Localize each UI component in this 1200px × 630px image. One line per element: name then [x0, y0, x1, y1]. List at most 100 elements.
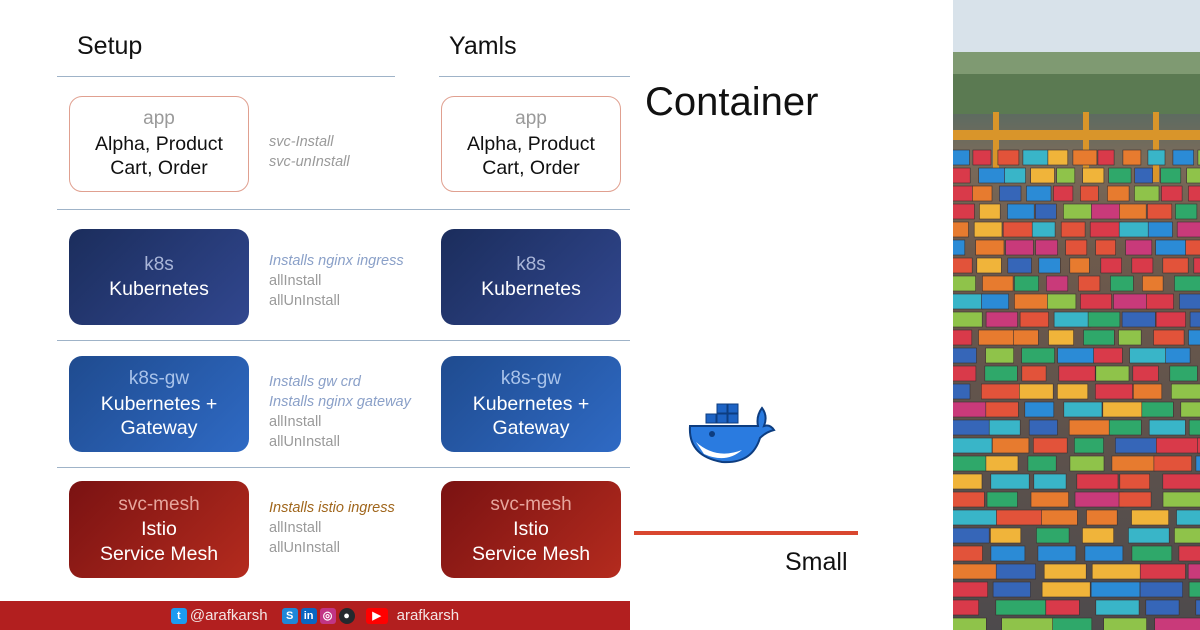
container-block [1113, 293, 1150, 310]
container-block [953, 455, 989, 472]
skype-icon[interactable]: S [281, 607, 298, 624]
setup-card-app[interactable]: app Alpha, Product Cart, Order [69, 96, 249, 192]
container-block [1035, 239, 1058, 256]
notes-k8s: Installs nginx ingress allInstall allUnI… [269, 251, 404, 311]
container-block [1107, 185, 1130, 202]
container-block [1031, 221, 1056, 238]
container-block [997, 149, 1020, 166]
container-block [953, 239, 966, 256]
note-line: allInstall [269, 520, 322, 536]
container-block [1128, 527, 1170, 544]
container-block [1188, 329, 1200, 346]
card-line: Cart, Order [110, 157, 208, 180]
yaml-card-svc-mesh[interactable]: svc-mesh Istio Service Mesh [441, 481, 621, 578]
container-block [990, 527, 1022, 544]
row-separator [57, 340, 630, 341]
container-block [1147, 203, 1173, 220]
container-block [1069, 257, 1090, 274]
instagram-icon[interactable]: ◎ [319, 607, 336, 624]
container-block [1174, 527, 1200, 544]
container-block [1118, 491, 1152, 508]
container-block [988, 419, 1021, 436]
card-line: Istio [513, 518, 549, 541]
container-block [953, 599, 980, 616]
container-block [1072, 149, 1098, 166]
container-block [1095, 599, 1140, 616]
github-icon[interactable]: ● [338, 607, 355, 624]
youtube-icon[interactable]: ▶ [365, 607, 388, 624]
container-block [1053, 185, 1074, 202]
container-block [1174, 275, 1200, 292]
container-block [1147, 221, 1173, 238]
container-block [953, 545, 983, 562]
container-block [1103, 617, 1147, 630]
note-line: Installs nginx gateway [269, 394, 411, 410]
container-block [1074, 491, 1124, 508]
container-block [1147, 149, 1166, 166]
setup-card-k8s[interactable]: k8s Kubernetes [69, 229, 249, 325]
container-block [985, 401, 1019, 418]
note-line: allUnInstall [269, 540, 340, 556]
container-block [1068, 419, 1114, 436]
container-block [953, 275, 976, 292]
container-block [1189, 311, 1200, 328]
note-line: Installs istio ingress [269, 500, 395, 516]
container-block [1185, 239, 1200, 256]
container-block [990, 545, 1026, 562]
container-block [1033, 473, 1067, 490]
card-line: Kubernetes [109, 278, 209, 300]
container-block [1162, 473, 1200, 490]
container-block [953, 203, 975, 220]
container-block [1139, 563, 1186, 580]
container-block [1176, 509, 1200, 526]
setup-card-k8s-gw[interactable]: k8s-gw Kubernetes + Gateway [69, 356, 249, 452]
twitter-handle[interactable]: @arafkarsh [189, 607, 268, 624]
card-line: Kubernetes + [472, 392, 590, 415]
container-block [1148, 419, 1186, 436]
container-block [1172, 149, 1194, 166]
notes-app: svc-Install svc-unInstall [269, 132, 350, 172]
card-subtitle: k8s-gw [128, 368, 190, 390]
container-block [953, 401, 990, 418]
container-block [1030, 491, 1069, 508]
container-block [1046, 275, 1069, 292]
container-block [1014, 293, 1050, 310]
card-subtitle: app [143, 108, 175, 130]
container-block [1041, 509, 1078, 526]
container-block [1171, 383, 1200, 400]
row-separator [57, 209, 630, 210]
container-block [1007, 203, 1035, 220]
container-block [1048, 329, 1074, 346]
container-block [978, 167, 1007, 184]
container-block [1102, 401, 1146, 418]
yaml-card-k8s-gw[interactable]: k8s-gw Kubernetes + Gateway [441, 356, 621, 452]
notes-mesh: Installs istio ingress allInstall allUnI… [269, 498, 395, 558]
linkedin-icon[interactable]: in [300, 607, 317, 624]
container-block [1162, 491, 1200, 508]
yaml-card-k8s[interactable]: k8s Kubernetes [441, 229, 621, 325]
container-block [1160, 167, 1182, 184]
container-block [1125, 239, 1153, 256]
container-block [1197, 437, 1200, 454]
twitter-icon[interactable]: t [170, 607, 187, 624]
setup-card-svc-mesh[interactable]: svc-mesh Istio Service Mesh [69, 481, 249, 578]
container-block [1175, 203, 1198, 220]
container-title: Container [645, 80, 819, 124]
youtube-handle[interactable]: arafkarsh [396, 607, 460, 624]
container-block [1162, 257, 1189, 274]
yaml-card-app[interactable]: app Alpha, Product Cart, Order [441, 96, 621, 192]
container-block [1086, 509, 1118, 526]
container-block [1187, 563, 1200, 580]
container-block [1108, 167, 1132, 184]
container-block [1080, 293, 1112, 310]
container-block [1134, 185, 1160, 202]
container-block [1091, 203, 1121, 220]
container-block [1095, 239, 1116, 256]
container-block [1078, 275, 1101, 292]
container-block [1083, 329, 1115, 346]
container-block [1180, 401, 1200, 418]
container-block [953, 491, 985, 508]
container-block [1132, 365, 1159, 382]
container-block [1063, 203, 1092, 220]
container-block [1021, 365, 1047, 382]
